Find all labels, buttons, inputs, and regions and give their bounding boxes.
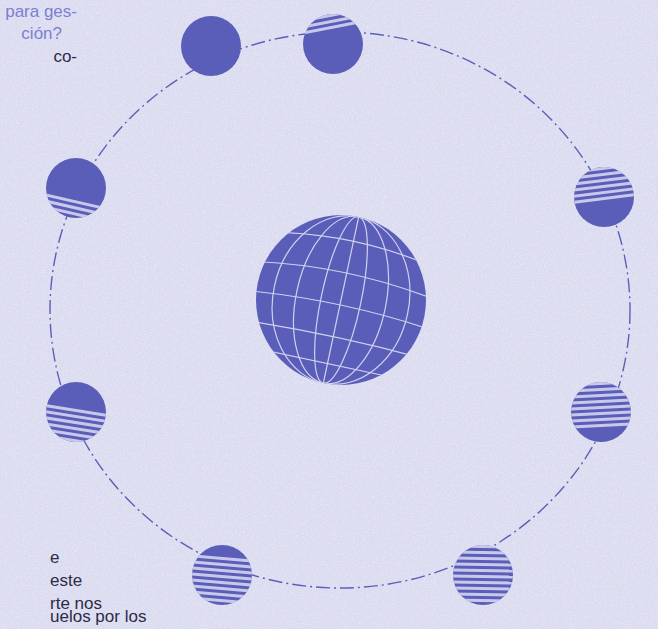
moon-phase xyxy=(190,545,254,605)
moon-phase xyxy=(298,9,363,74)
text-fragment: este xyxy=(50,571,82,591)
moon-phase xyxy=(569,380,631,442)
moon-phase xyxy=(453,544,514,605)
moon-phase xyxy=(41,158,106,221)
orbit-line xyxy=(50,32,630,588)
moon-phase xyxy=(42,382,106,446)
text-fragment: e xyxy=(50,548,59,568)
text-fragment: uelos por los xyxy=(50,607,146,627)
moon-phase xyxy=(571,164,635,227)
moon-phases xyxy=(41,9,634,605)
text-fragment: para ges- xyxy=(5,2,77,22)
text-fragment: co- xyxy=(53,47,77,67)
text-fragment: ción? xyxy=(21,24,62,44)
moon-phase xyxy=(181,16,241,76)
earth-globe xyxy=(238,203,442,398)
